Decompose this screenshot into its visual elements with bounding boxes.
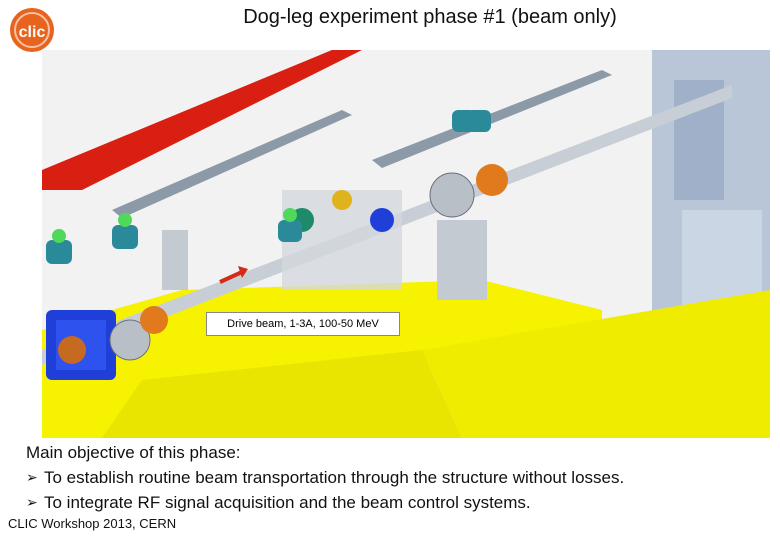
- objective-block: Main objective of this phase: ➢ To estab…: [26, 440, 624, 515]
- bullet-text: To establish routine beam transportation…: [44, 468, 625, 487]
- chamber-left: [109, 230, 188, 361]
- clic-logo: clic: [10, 8, 54, 52]
- beam-direction-arrow: [219, 270, 243, 284]
- beamline-figure: [42, 50, 770, 438]
- list-item: ➢ To establish routine beam transportati…: [26, 465, 624, 490]
- list-item: ➢ To integrate RF signal acquisition and…: [26, 490, 624, 515]
- footer-text: CLIC Workshop 2013, CERN: [8, 516, 177, 531]
- red-rail: [42, 50, 362, 190]
- chamber-right: [429, 164, 508, 300]
- figure-label: Drive beam, 1-3A, 100-50 MeV: [206, 312, 400, 336]
- arrow-bullet-icon: ➢: [26, 494, 38, 510]
- bullet-text: To integrate RF signal acquisition and t…: [44, 493, 531, 512]
- objective-heading: Main objective of this phase:: [26, 443, 241, 462]
- svg-text:clic: clic: [19, 24, 46, 41]
- slide-title: Dog-leg experiment phase #1 (beam only): [243, 6, 617, 28]
- arrow-bullet-icon: ➢: [26, 469, 38, 485]
